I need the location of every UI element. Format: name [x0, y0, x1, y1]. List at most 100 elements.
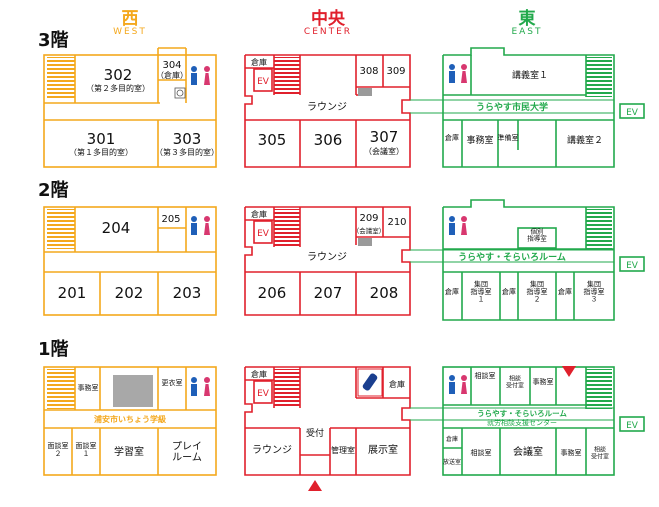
office-label: 事務室 [561, 448, 582, 457]
svg-text:West: West [113, 27, 147, 37]
group-room-1: 集団指導室１ [471, 279, 492, 303]
floor1-east-text: 相談室 相談受付室 事務室 うらやす・そらいろルーム 就労相談支援センター EV… [443, 371, 639, 466]
consult-reception-room: 相談受付室 [591, 446, 609, 461]
room-208: 208 [370, 284, 399, 302]
entrance-marker-icon [562, 366, 576, 377]
room-207: 207 [314, 284, 343, 302]
reception-label: 受付 [306, 427, 324, 439]
prep-room-label: 準備室 [498, 133, 519, 142]
playroom: プレイルーム [172, 441, 202, 464]
room-202: 202 [115, 284, 144, 302]
floor1-east-wing [410, 366, 645, 476]
vending-machine-icon [357, 368, 383, 397]
storage-label: 倉庫 [446, 435, 458, 443]
floor3-west-wing [43, 47, 217, 168]
restroom-icon [449, 216, 467, 235]
room-303: 303 [173, 130, 202, 148]
svg-text:East: East [511, 27, 542, 37]
floor3-east-wing [410, 47, 645, 168]
elevator-label: EV [626, 421, 639, 431]
floor-label-2: 2階 [38, 180, 69, 201]
lounge-label: ラウンジ [307, 251, 347, 263]
room-308: 308 [359, 66, 378, 77]
exhibition-room: 展示室 [368, 443, 398, 456]
floor2-east-text: 個別指導室 うらやす・そらいろルーム EV 倉庫 集団指導室１ 倉庫 集団指導室… [445, 226, 639, 303]
office-label: 事務室 [466, 134, 493, 146]
storage-label: 倉庫 [445, 287, 459, 296]
room-301-name: （第１多目的室） [69, 147, 133, 157]
group-room-3: 集団指導室３ [584, 279, 605, 303]
storage-label: 倉庫 [251, 369, 267, 379]
storage-label: 倉庫 [502, 287, 516, 296]
elevator-label: EV [257, 229, 270, 239]
floor1-center-wing [244, 366, 411, 476]
svg-text:西: 西 [122, 9, 139, 29]
restroom-icon [449, 375, 467, 394]
accessible-icon [174, 87, 186, 99]
floor-label-3: 3階 [38, 30, 69, 51]
citizen-university-band: うらやす市民大学 [476, 101, 548, 113]
wing-header-east: 東 East [511, 8, 542, 37]
restroom-icon [191, 66, 210, 85]
room-307: 307 [370, 128, 399, 146]
meeting-room: 会議室 [513, 445, 543, 458]
employment-center-band: 就労相談支援センター [487, 418, 557, 427]
lecture-room-1: 講義室１ [512, 69, 548, 81]
room-210: 210 [387, 217, 406, 228]
lounge-label: ラウンジ [307, 101, 347, 113]
elevator-label: EV [626, 261, 639, 271]
interview-room-2: 面談室２ [48, 441, 69, 458]
room-302: 302 [104, 66, 133, 84]
group-room-2: 集団指導室２ [527, 279, 548, 303]
floor3-west-text: 302 （第２多目的室） 304 （倉庫） 301 （第１多目的室） 303 （… [69, 60, 219, 157]
elevator-label: EV [626, 108, 639, 118]
elevator-label: EV [257, 389, 270, 399]
changing-room: 更衣室 [162, 378, 183, 387]
room-206: 206 [258, 284, 287, 302]
storage-label: 倉庫 [251, 209, 267, 219]
svg-text:Center: Center [304, 27, 352, 37]
floor-label-1: 1階 [38, 339, 69, 360]
room-209-name: （会議室） [353, 226, 386, 235]
ichou-class-band: 浦安市いちょう学級 [94, 414, 166, 424]
storage-label: 倉庫 [389, 379, 405, 389]
svg-text:東: 東 [519, 8, 536, 29]
entrance-marker-icon [308, 480, 322, 491]
floor1-west-wing [43, 366, 217, 476]
interview-room-1: 面談室１ [76, 441, 97, 458]
floor2-center-text: 倉庫 EV 209 （会議室） 210 ラウンジ 206 207 208 [251, 209, 407, 302]
room-304-name: （倉庫） [156, 70, 188, 80]
consult-room: 相談室 [471, 448, 492, 457]
consult-room-top: 相談室 [475, 371, 496, 380]
room-307-name: （会議室） [364, 146, 404, 156]
room-309: 309 [386, 66, 405, 77]
lecture-room-2: 講義室２ [567, 134, 603, 146]
floor1-center-text: 倉庫 EV 倉庫 受付 ラウンジ 管理室 展示室 [251, 369, 405, 456]
lounge-label: ラウンジ [252, 444, 292, 456]
office-label: 事務室 [533, 377, 554, 386]
room-304: 304 [162, 60, 181, 71]
room-301: 301 [87, 130, 116, 148]
broadcast-room: 放送室 [443, 458, 461, 466]
sorairo-room-band: うらやす・そらいろルーム [477, 408, 567, 418]
storage-label: 倉庫 [251, 57, 267, 67]
room-302-name: （第２多目的室） [86, 83, 150, 93]
floor1-west-text: 事務室 更衣室 浦安市いちょう学級 面談室２ 面談室１ 学習室 プレイルーム [48, 378, 203, 464]
floor3-center-wing [244, 54, 411, 168]
shaft-block [113, 375, 153, 407]
restroom-icon [191, 216, 210, 235]
restroom-icon [191, 377, 210, 396]
wing-header-center: 中央 Center [304, 8, 352, 37]
office-label: 事務室 [78, 383, 99, 392]
room-203: 203 [173, 284, 202, 302]
floor3-center-text: 倉庫 EV 308 309 ラウンジ 305 306 307 （会議室） [251, 57, 406, 156]
room-205: 205 [161, 214, 180, 225]
storage-label: 倉庫 [445, 133, 459, 142]
study-room: 学習室 [114, 445, 144, 458]
shaft-block [358, 88, 372, 96]
individual-room: 個別指導室 [527, 226, 547, 242]
room-201: 201 [58, 284, 87, 302]
room-204: 204 [102, 219, 131, 237]
shaft-block [358, 238, 372, 246]
floor2-west-text: 204 205 201 202 203 [58, 214, 202, 302]
